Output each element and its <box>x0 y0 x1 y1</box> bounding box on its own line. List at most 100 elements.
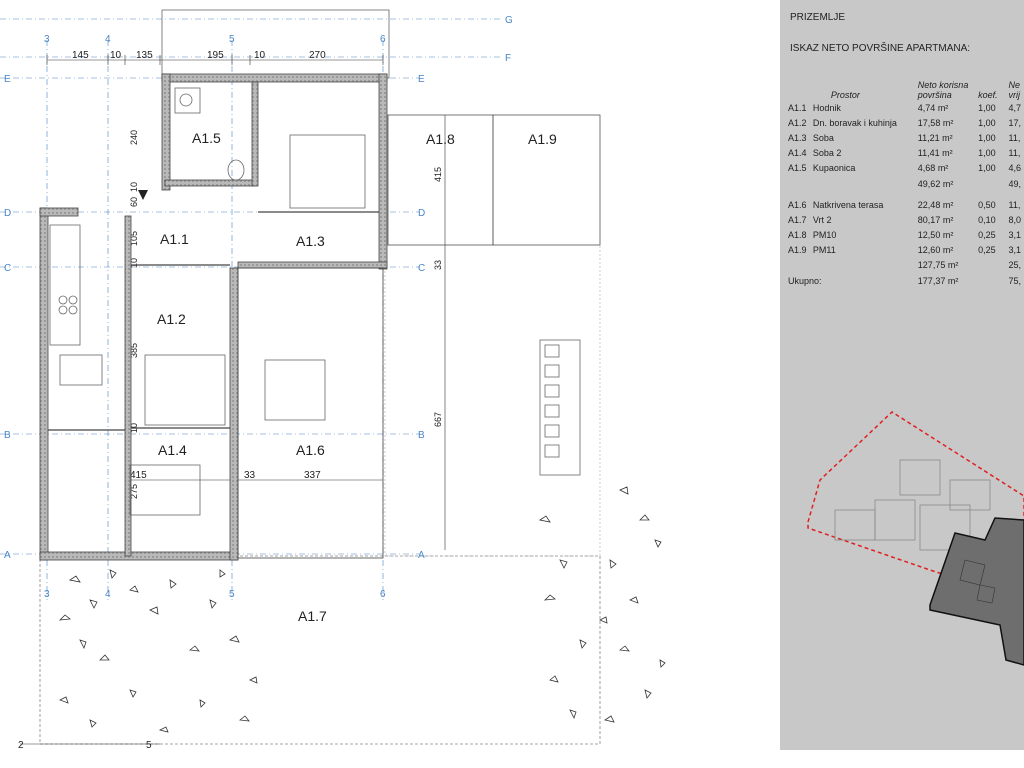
row-value: 17, <box>1008 117 1021 128</box>
row-value: 11, <box>1008 148 1021 159</box>
room-label-a19: A1.9 <box>528 131 557 147</box>
row-id: A1.8 <box>788 230 807 241</box>
inner-walls <box>48 211 379 431</box>
grid-lines <box>0 18 500 600</box>
dim-240: 240 <box>129 130 139 145</box>
subtotal-value: 25, <box>1008 260 1021 271</box>
total-label: Ukupno: <box>788 275 822 286</box>
row-area: 12,50 m² <box>917 230 954 241</box>
furniture <box>49 87 581 516</box>
grid-row-c-right: C <box>418 263 425 274</box>
dim-105: 105 <box>129 231 139 246</box>
row-name: PM11 <box>812 245 836 256</box>
walls <box>39 73 388 561</box>
bottom-mark-2: 2 <box>18 740 24 751</box>
row-coef: 1,00 <box>978 117 996 128</box>
grid-col-5-bottom: 5 <box>229 589 235 600</box>
table-row: A1.6 Natkrivena terasa 22,48 m² 0,50 11, <box>788 197 1024 212</box>
room-label-a14: A1.4 <box>158 442 187 458</box>
terrace-outline <box>237 267 384 559</box>
total-area: 177,37 m² <box>917 275 959 286</box>
grid-col-4-bottom: 4 <box>105 589 111 600</box>
row-name: Soba 2 <box>812 148 842 159</box>
subtotal-area: 49,62 m² <box>917 178 954 189</box>
row-value: 11, <box>1008 132 1021 143</box>
north-arrow-icon <box>138 190 148 200</box>
row-coef: 0,25 <box>978 230 996 241</box>
subtotal-row: 49,62 m² 49, <box>788 176 1024 191</box>
dim-667: 667 <box>433 412 443 427</box>
garden-area <box>39 555 601 745</box>
row-value: 8,0 <box>1008 214 1021 225</box>
grid-row-a-right: A <box>418 550 425 561</box>
row-area: 4,74 m² <box>917 102 949 113</box>
row-id: A1.6 <box>788 199 807 210</box>
dim-337: 337 <box>304 470 321 481</box>
grid-col-6-bottom: 6 <box>380 589 386 600</box>
apartment-footprint[interactable] <box>929 517 1024 666</box>
dim-415h: 415 <box>130 470 147 481</box>
room-label-a11: A1.1 <box>160 231 189 247</box>
room-label-a16: A1.6 <box>296 442 325 458</box>
panel-subheading: ISKAZ NETO POVRŠINE APARTMANA: <box>790 43 971 54</box>
grid-col-5-top: 5 <box>229 34 235 45</box>
row-name: Vrt 2 <box>812 214 832 225</box>
subtotal-row: 127,75 m² 25, <box>788 258 1024 273</box>
total-value: 75, <box>1008 275 1021 286</box>
row-coef: 0,50 <box>978 199 996 210</box>
grid-row-d-right: D <box>418 208 425 219</box>
row-id: A1.3 <box>788 132 807 143</box>
dim-10c: 10 <box>129 182 139 192</box>
row-name: Hodnik <box>812 102 841 113</box>
grid-col-6-top: 6 <box>380 34 386 45</box>
row-id: A1.1 <box>788 102 807 113</box>
row-area: 11,21 m² <box>917 132 953 143</box>
row-id: A1.2 <box>788 117 807 128</box>
table-row: A1.5 Kupaonica 4,68 m² 1,00 4,6 <box>788 161 1024 176</box>
dim-10a: 10 <box>110 50 122 61</box>
grid-row-b-right: B <box>418 430 425 441</box>
roof-outline <box>161 9 390 79</box>
grid-row-c-left: C <box>4 263 11 274</box>
room-label-a17: A1.7 <box>298 608 327 624</box>
grid-row-e-left: E <box>4 74 11 85</box>
row-area: 4,68 m² <box>917 163 949 174</box>
room-label-a12: A1.2 <box>157 311 186 327</box>
dim-10d: 10 <box>129 258 139 268</box>
parking-bay-a19 <box>492 114 601 246</box>
col-header-coef: koef. <box>978 90 998 100</box>
row-name: Dn. boravak i kuhinja <box>812 117 897 128</box>
dim-33h: 33 <box>244 470 256 481</box>
grid-col-4-top: 4 <box>105 34 111 45</box>
site-boundary <box>807 411 1024 601</box>
table-row: A1.3 Soba 11,21 m² 1,00 11, <box>788 130 1024 145</box>
table-row: A1.7 Vrt 2 80,17 m² 0,10 8,0 <box>788 212 1024 227</box>
apartment-hatching <box>959 559 996 604</box>
room-label-a13: A1.3 <box>296 233 325 249</box>
subtotal-area: 127,75 m² <box>917 260 959 271</box>
col-header-value: Ne vrij <box>1008 80 1020 100</box>
table-row: A1.8 PM10 12,50 m² 0,25 3,1 <box>788 228 1024 243</box>
row-coef: 1,00 <box>978 102 996 113</box>
panel-heading: PRIZEMLJE <box>790 12 846 23</box>
row-coef: 1,00 <box>978 148 996 159</box>
site-location-map <box>807 411 1024 666</box>
grid-col-3-bottom: 3 <box>44 589 50 600</box>
gravel-texture <box>58 486 666 733</box>
neighbour-buildings <box>834 459 991 551</box>
grid-row-g: G <box>505 15 513 26</box>
dim-60: 60 <box>129 197 139 207</box>
row-area: 11,41 m² <box>917 148 953 159</box>
table-row: A1.9 PM11 12,60 m² 0,25 3,1 <box>788 243 1024 258</box>
row-value: 3,1 <box>1008 245 1021 256</box>
row-id: A1.9 <box>788 245 807 256</box>
bottom-mark-5: 5 <box>146 740 152 751</box>
row-id: A1.4 <box>788 148 807 159</box>
row-id: A1.5 <box>788 163 807 174</box>
row-coef: 1,00 <box>978 132 996 143</box>
dim-135: 135 <box>136 50 153 61</box>
area-table: Prostor Neto korisna površina koef. Ne v… <box>788 76 1024 288</box>
dim-385: 385 <box>129 343 139 358</box>
grid-row-f: F <box>505 53 511 64</box>
row-area: 22,48 m² <box>917 199 954 210</box>
